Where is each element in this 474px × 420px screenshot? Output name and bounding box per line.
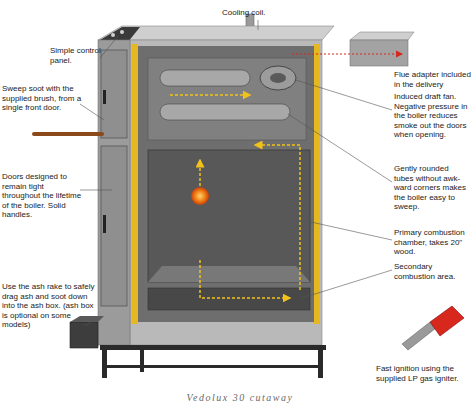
leader-line — [80, 104, 104, 120]
leader-line — [80, 190, 112, 191]
callout-text: Flue adapter included in the delivery — [394, 70, 472, 89]
primary-chamber — [148, 150, 310, 282]
stand-bar — [102, 365, 323, 368]
stand-leg — [318, 350, 323, 378]
flow-arrow — [200, 260, 290, 298]
stand-leg — [102, 350, 107, 378]
callout-text: Primary combustion chamber, takes 20" wo… — [394, 228, 472, 257]
callout-text: Sweep soot with the supplied brush, from… — [2, 84, 82, 113]
leader-line — [100, 36, 118, 58]
flue-adapter-top — [350, 32, 414, 40]
callout-text: Use the ash rake to safely drag ash and … — [2, 282, 98, 330]
leader-line — [302, 220, 392, 240]
boiler-side-wall — [130, 40, 322, 345]
callout-text: Gently rounded tubes without awk- ward c… — [394, 164, 468, 212]
fire — [191, 187, 209, 205]
stand-frame — [100, 345, 326, 350]
door-handle — [103, 90, 106, 104]
exchanger-tube — [160, 70, 250, 86]
ash-box-top — [70, 316, 104, 322]
stand-leg — [140, 350, 144, 372]
callout-text: Induced draft fan. Negative pressure in … — [394, 92, 474, 140]
flow-arrow — [255, 145, 300, 290]
boiler-front — [98, 40, 130, 345]
lower-door — [101, 146, 127, 306]
exhaust-arrow — [292, 53, 402, 54]
door-handle — [103, 215, 106, 233]
leader-line — [296, 80, 392, 110]
callout-text: Secondary combustion area. — [394, 262, 460, 281]
leader-line — [288, 114, 392, 182]
sweep-brush — [34, 132, 102, 136]
callout-text: Cooling coil. — [222, 8, 294, 18]
insulation — [132, 44, 138, 324]
callout-text: Simple control panel. — [50, 46, 112, 65]
draft-fan — [260, 66, 296, 90]
flow-arrow — [199, 160, 201, 186]
exchanger-tube — [160, 104, 290, 120]
heat-exchanger — [148, 58, 306, 140]
control-dial — [111, 33, 115, 37]
secondary-area — [148, 288, 310, 310]
boiler-interior — [138, 46, 314, 322]
callout-text: Fast ignition using the supplied LP gas … — [376, 364, 472, 383]
fan-hub — [270, 73, 286, 83]
leader-line — [302, 270, 392, 298]
flue-adapter — [350, 40, 408, 66]
igniter-body — [430, 306, 464, 336]
control-dial — [120, 30, 124, 34]
upper-door — [101, 50, 127, 138]
flow-arrow — [170, 94, 250, 96]
igniter-nozzle — [402, 322, 436, 350]
callout-text: Doors designed to remain tight throughou… — [2, 172, 82, 220]
caption: Vedolux 30 cutaway — [140, 392, 340, 403]
leader-line — [84, 318, 98, 326]
chamber-floor — [148, 266, 310, 282]
leader-line — [258, 20, 259, 30]
